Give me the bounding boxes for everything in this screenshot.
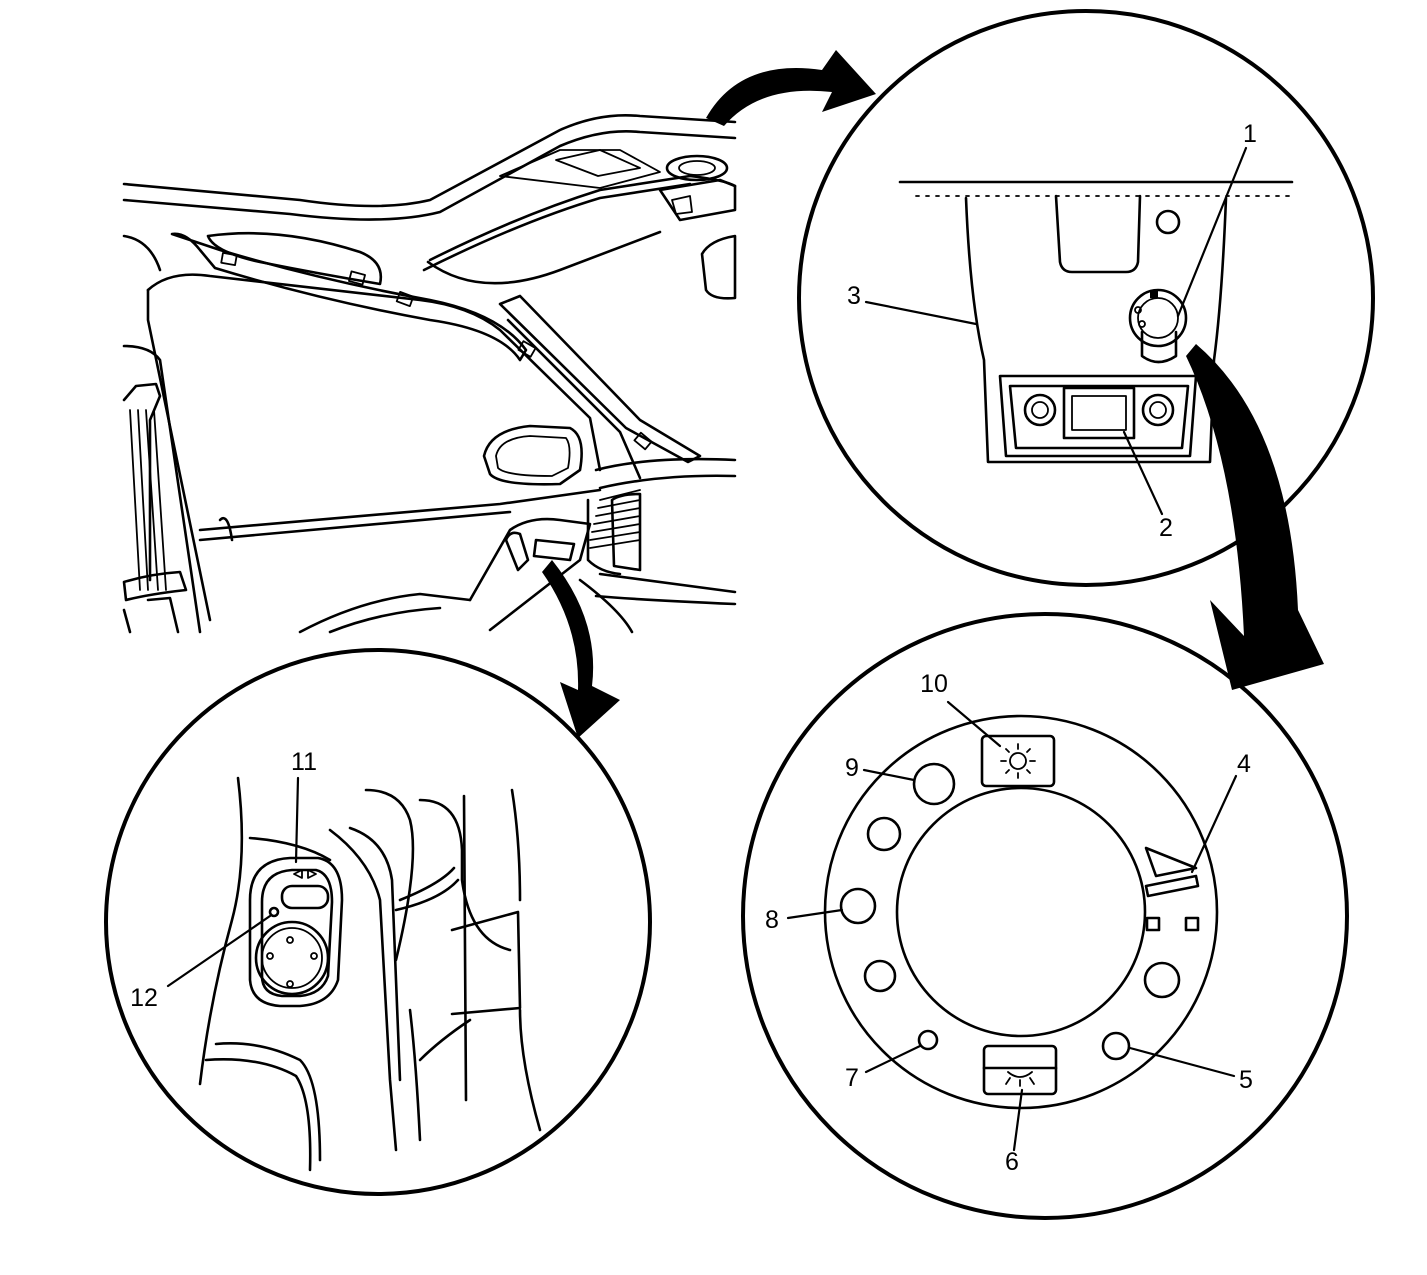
mirror-switch-detail: [104, 648, 652, 1196]
callout-12: 12: [130, 984, 158, 1012]
callout-2: 2: [1159, 514, 1173, 542]
callout-10: 10: [920, 670, 948, 698]
callout-3: 3: [847, 282, 861, 310]
callout-11: 11: [291, 748, 317, 776]
callout-8: 8: [765, 906, 779, 934]
arrow-to-door-switch-detail: [542, 560, 620, 738]
arrow-to-switch-detail: [1186, 344, 1324, 690]
callout-7: 7: [845, 1064, 859, 1092]
callout-9: 9: [845, 754, 859, 782]
callout-labels: 1 2 3 4 5 6 7 8 9 10 11 12: [130, 120, 1257, 1176]
overhead-console-detail: [797, 9, 1375, 587]
callout-1: 1: [1243, 120, 1257, 148]
courtesy-lamp-icon: [982, 1044, 1058, 1096]
callout-6: 6: [1005, 1148, 1019, 1176]
left-right-arrows-icon: [293, 869, 317, 879]
arrow-to-console-detail: [706, 50, 876, 126]
warning-triangle-icon: [1144, 846, 1200, 898]
vehicle-interior-view: [122, 113, 737, 634]
light-switch-face-detail: [741, 612, 1349, 1220]
callout-5: 5: [1239, 1066, 1253, 1094]
callout-4: 4: [1237, 750, 1251, 778]
sun-icon: [980, 734, 1056, 788]
pointer-arrows: [542, 50, 1324, 738]
